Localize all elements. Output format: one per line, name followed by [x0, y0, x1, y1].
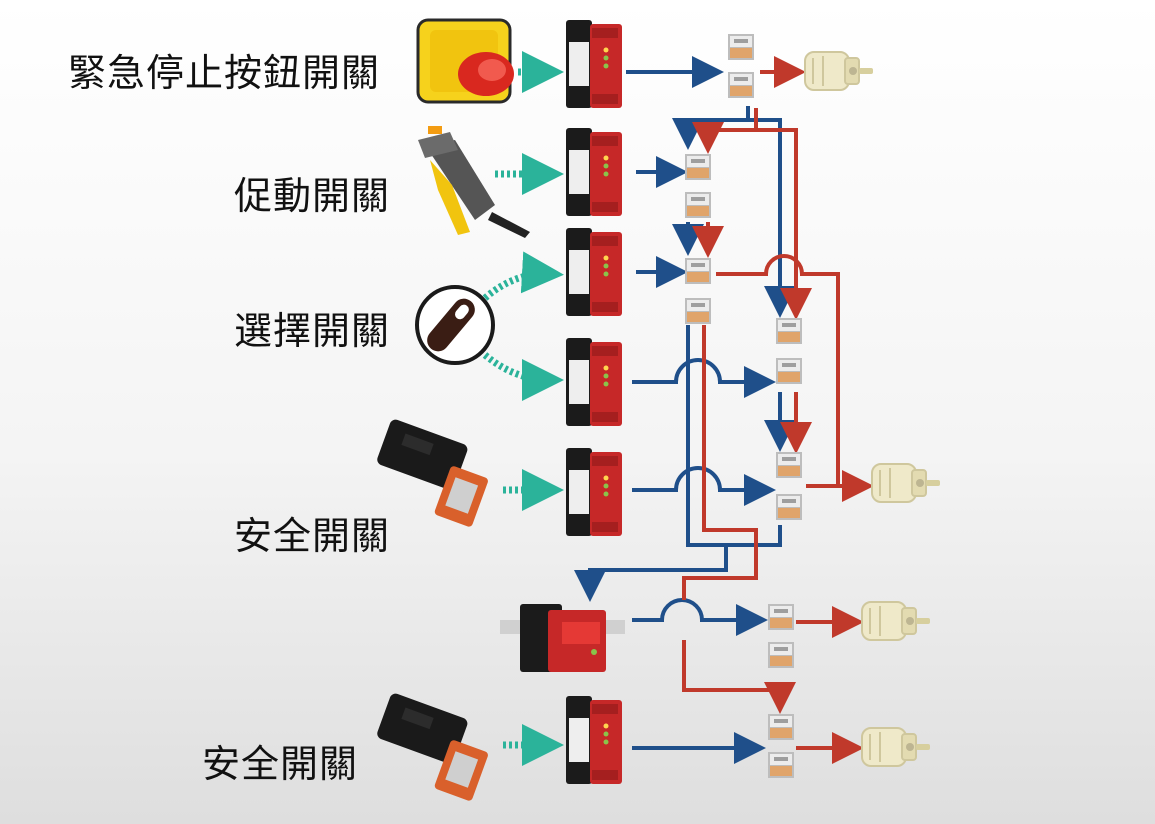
- blue-signal-lines: [574, 56, 796, 764]
- contactor-icon: [768, 714, 794, 740]
- contactor-icon: [685, 192, 711, 218]
- label-safety-switch-1: 安全開關: [234, 514, 391, 558]
- contactor-icon: [776, 358, 802, 384]
- contactor-icon: [768, 642, 794, 668]
- contactor-icon: [768, 604, 794, 630]
- contactor-icon: [768, 752, 794, 778]
- contactor-icon: [685, 298, 711, 324]
- contactor-icon: [776, 494, 802, 520]
- safety-relay-module-icon: [566, 448, 622, 536]
- emergency-stop-button-icon: [416, 18, 514, 104]
- motor-icon: [861, 601, 931, 641]
- safety-relay-module-icon: [566, 228, 622, 316]
- selector-switch-icon: [415, 285, 495, 365]
- safety-relay-module-icon: [500, 604, 625, 672]
- safety-relay-module-icon: [566, 128, 622, 216]
- motor-icon: [871, 463, 941, 503]
- enabling-switch-icon: [418, 126, 530, 238]
- motor-icon: [804, 51, 874, 91]
- safety-relay-module-icon: [566, 696, 622, 784]
- safety-relay-module-icon: [566, 20, 622, 108]
- contactor-icon: [685, 154, 711, 180]
- contactor-icon: [728, 72, 754, 98]
- label-safety-switch-2: 安全開關: [202, 742, 359, 786]
- safety-relay-module-icon: [566, 338, 622, 426]
- contactor-icon: [776, 318, 802, 344]
- contactor-icon: [728, 34, 754, 60]
- motor-icon: [861, 727, 931, 767]
- contactor-icon: [776, 452, 802, 478]
- contactor-icon: [685, 258, 711, 284]
- safety-interlock-switch-icon: [375, 692, 490, 802]
- label-selector-switch: 選擇開關: [234, 309, 391, 353]
- input-signal-lines: [482, 51, 564, 766]
- label-emergency-stop: 緊急停止按鈕開關: [68, 51, 381, 95]
- safety-interlock-switch-icon: [375, 418, 490, 528]
- red-power-lines: [682, 56, 874, 764]
- label-enabling-switch: 促動開關: [234, 174, 391, 218]
